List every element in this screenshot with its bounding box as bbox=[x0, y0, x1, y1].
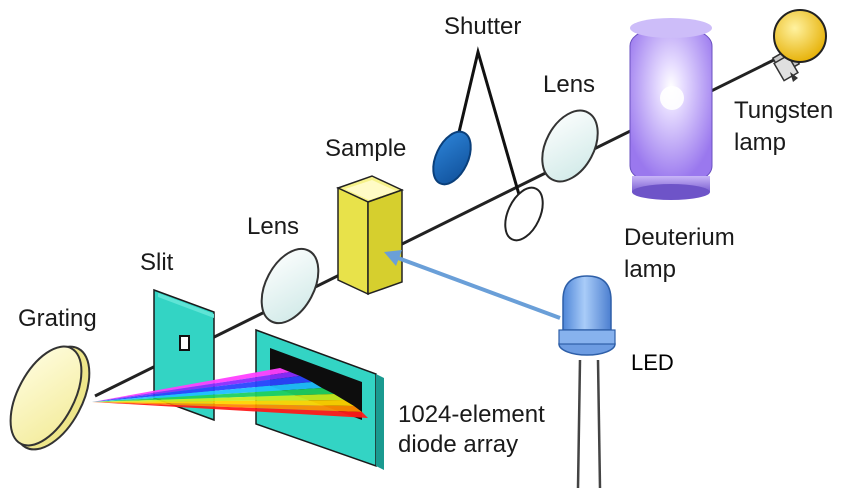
label-sample: Sample bbox=[325, 135, 406, 162]
sample-cuvette-icon bbox=[336, 175, 404, 296]
label-deuterium-line2: lamp bbox=[624, 256, 676, 283]
label-diode-line1: 1024-element bbox=[398, 401, 545, 428]
deuterium-lamp-icon bbox=[629, 18, 713, 200]
led-icon bbox=[558, 275, 616, 488]
dispersed-spectrum-rays bbox=[92, 368, 368, 418]
lens-left-icon bbox=[260, 247, 320, 325]
label-deuterium-line1: Deuterium bbox=[624, 224, 735, 251]
label-tungsten-line2: lamp bbox=[734, 129, 786, 156]
shutter-icon bbox=[432, 46, 544, 242]
label-led: LED bbox=[631, 350, 674, 375]
label-tungsten-line1: Tungsten bbox=[734, 97, 833, 124]
label-slit: Slit bbox=[140, 249, 174, 276]
label-shutter: Shutter bbox=[444, 13, 521, 40]
led-light-arrow bbox=[384, 250, 561, 320]
label-lens-right: Lens bbox=[543, 71, 595, 98]
grating-icon bbox=[9, 345, 91, 451]
label-diode-line2: diode array bbox=[398, 431, 518, 458]
lens-right-icon bbox=[541, 109, 599, 183]
label-grating: Grating bbox=[18, 305, 97, 332]
label-lens-left: Lens bbox=[247, 213, 299, 240]
tungsten-lamp-icon bbox=[771, 9, 827, 82]
